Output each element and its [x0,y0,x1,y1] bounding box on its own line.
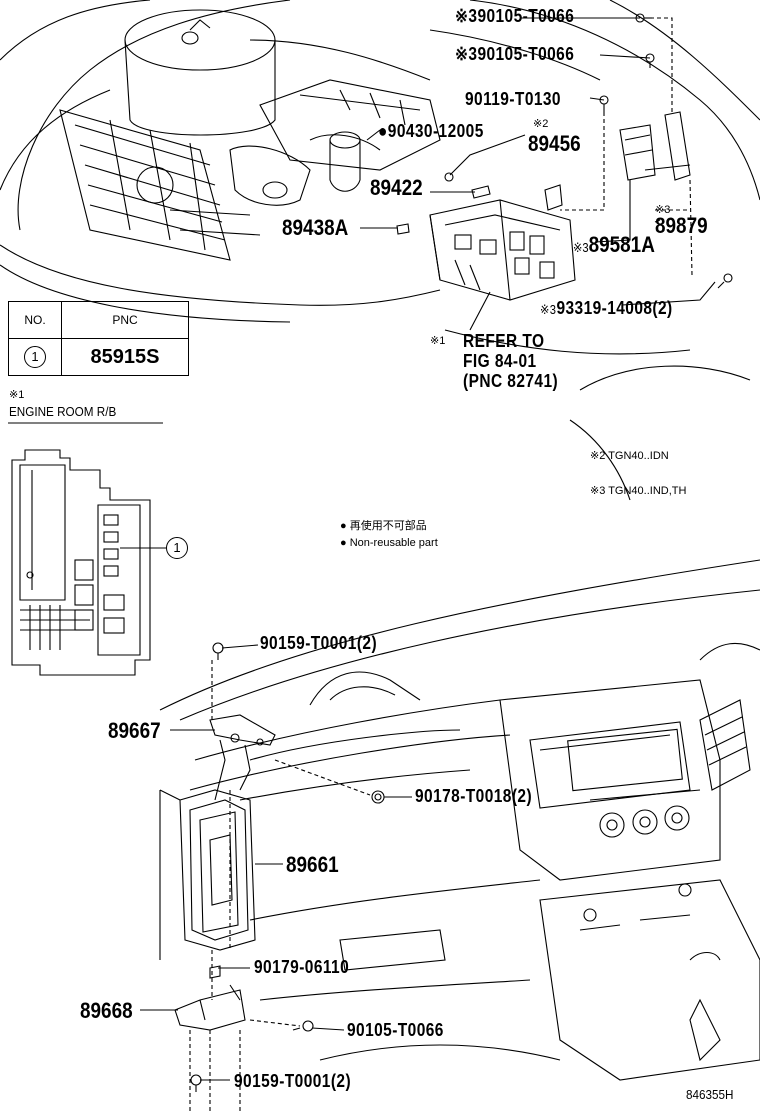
part-label: 89661 [286,852,339,877]
part-note-mark: ※3 [655,204,671,216]
part-label: ●90430-12005 [378,121,484,141]
part-label: ※389581A [573,232,655,257]
table-cell-no: 1 [8,338,62,376]
refer-line: (PNC 82741) [463,371,559,391]
pnc-table: NO. PNC 1 85915S [8,301,189,376]
engine-bay-sketch [0,0,760,501]
callout-circle: 1 [166,537,188,559]
table-header-pnc: PNC [61,301,189,339]
note-tgn40-idn: ※2 TGN40..IDN [590,450,669,462]
figure-id: 846355H [686,1087,734,1102]
part-label: 90119-T0130 [465,89,561,109]
part-label: ※390105-T0066 [455,44,575,64]
refer-note-mark: ※1 [430,335,446,347]
rb-title-underline [8,422,163,424]
part-label: 89422 [370,175,423,200]
refer-line: REFER TO [463,331,545,351]
part-label: 90178-T0018(2) [415,786,533,806]
part-label: 89667 [108,718,161,743]
legend-jp: ● 再使用不可部品 [340,520,427,532]
part-label: 89456 [528,131,581,156]
rb-title: ENGINE ROOM R/B [9,404,117,419]
part-label: ※390105-T0066 [455,6,575,26]
rb-note-mark: ※1 [9,389,25,401]
table-cell-pnc: 85915S [61,338,189,376]
part-label: ※393319-14008(2) [540,298,673,318]
part-note-mark: ※2 [533,118,549,130]
part-label: 89438A [282,215,349,240]
legend-en: ● Non-reusable part [340,537,438,549]
refer-line: FIG 84-01 [463,351,537,371]
part-label: 90159-T0001(2) [234,1071,352,1091]
part-label: 90179-06110 [254,957,350,977]
table-header-no: NO. [8,301,62,339]
part-label: 89879 [655,213,708,238]
part-label: 90105-T0066 [347,1020,444,1040]
part-label: 89668 [80,998,133,1023]
dashboard-sketch [140,559,760,1112]
part-label: 90159-T0001(2) [260,633,378,653]
relay-block-inset [7,444,166,681]
note-tgn40-ind-th: ※3 TGN40..IND,TH [590,485,687,497]
